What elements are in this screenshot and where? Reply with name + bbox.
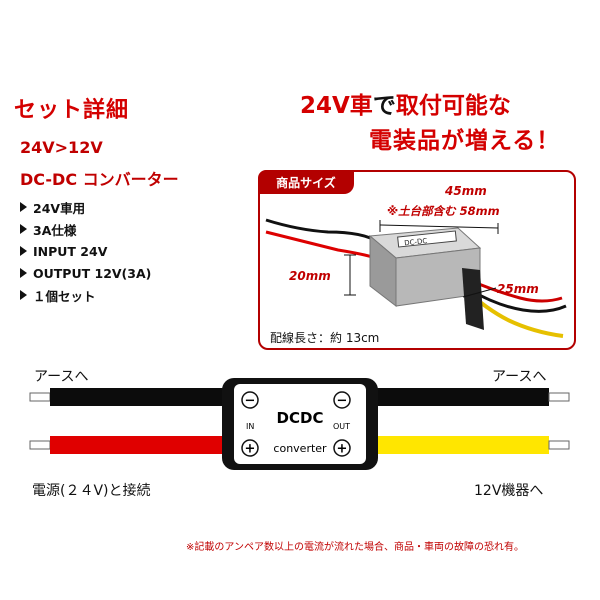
plus-icon-in (241, 439, 259, 457)
triangle-bullet-icon (20, 246, 27, 256)
bullet-item: INPUT 24V (20, 240, 240, 262)
dimension-width: 45mm (445, 184, 487, 198)
minus-icon-out (333, 391, 351, 409)
converter-title: DCDC (277, 409, 324, 427)
product-size-tag: 商品サイズ (258, 170, 354, 194)
ground-wire-in (50, 388, 235, 406)
bullet-item: 24V車用 (20, 196, 240, 218)
svg-text:−: − (337, 394, 348, 409)
ground-label-left: アースへ (34, 369, 89, 385)
power-wire-out (364, 436, 549, 454)
wire-tip-right-power (548, 440, 570, 450)
power-wire-in (50, 436, 235, 454)
bullet-list: 24V車用 3A仕様 INPUT 24V OUTPUT 12V(3A) １個セッ… (20, 196, 240, 306)
wire-tip-right-ground (548, 392, 570, 402)
triangle-bullet-icon (20, 268, 27, 278)
converter-subtitle: converter (273, 442, 327, 455)
plus-icon-out (333, 439, 351, 457)
spec-voltage: 24V>12V (20, 138, 103, 157)
power-in-label: 電源(２４V)と接続 (32, 483, 151, 499)
wiring-diagram: − − + + DCDC converter IN OUT (29, 378, 570, 470)
minus-icon-in (241, 391, 259, 409)
bullet-item: １個セット (20, 284, 240, 306)
svg-text:+: + (337, 442, 348, 457)
in-label: IN (246, 422, 254, 431)
power-out-label: 12V機器へ (474, 483, 544, 499)
bullet-item: OUTPUT 12V(3A) (20, 262, 240, 284)
triangle-bullet-icon (20, 290, 27, 300)
triangle-bullet-icon (20, 224, 27, 234)
set-title: セット詳細 (14, 98, 130, 123)
caution-note: ※記載のアンペア数以上の電流が流れた場合、商品・車両の故障の恐れ有。 (186, 542, 524, 553)
bullet-item: 3A仕様 (20, 218, 240, 240)
headline-line2: 電装品が増える！ (369, 128, 561, 154)
cable-length: 配線長さ：約 13cm (270, 331, 380, 345)
wire-tip-left-ground (29, 392, 51, 402)
svg-text:−: − (245, 394, 256, 409)
spec-type: DC-DC コンバーター (20, 170, 179, 189)
triangle-bullet-icon (20, 202, 27, 212)
dimension-depth: 25mm (497, 282, 539, 296)
dimension-width-note: ※土台部含む 58mm (387, 204, 500, 218)
converter-face (234, 384, 366, 464)
svg-text:DC-DC: DC-DC (404, 237, 428, 247)
product-photo-illustration: DC-DC (265, 218, 567, 338)
ground-wire-out (364, 388, 549, 406)
svg-text:+: + (245, 442, 256, 457)
headline-line1: 24V車で取付可能な (300, 93, 511, 119)
dimension-height: 20mm (289, 269, 331, 283)
out-label: OUT (333, 422, 350, 431)
ground-label-right: アースへ (492, 369, 547, 385)
wire-tip-left-power (29, 440, 51, 450)
